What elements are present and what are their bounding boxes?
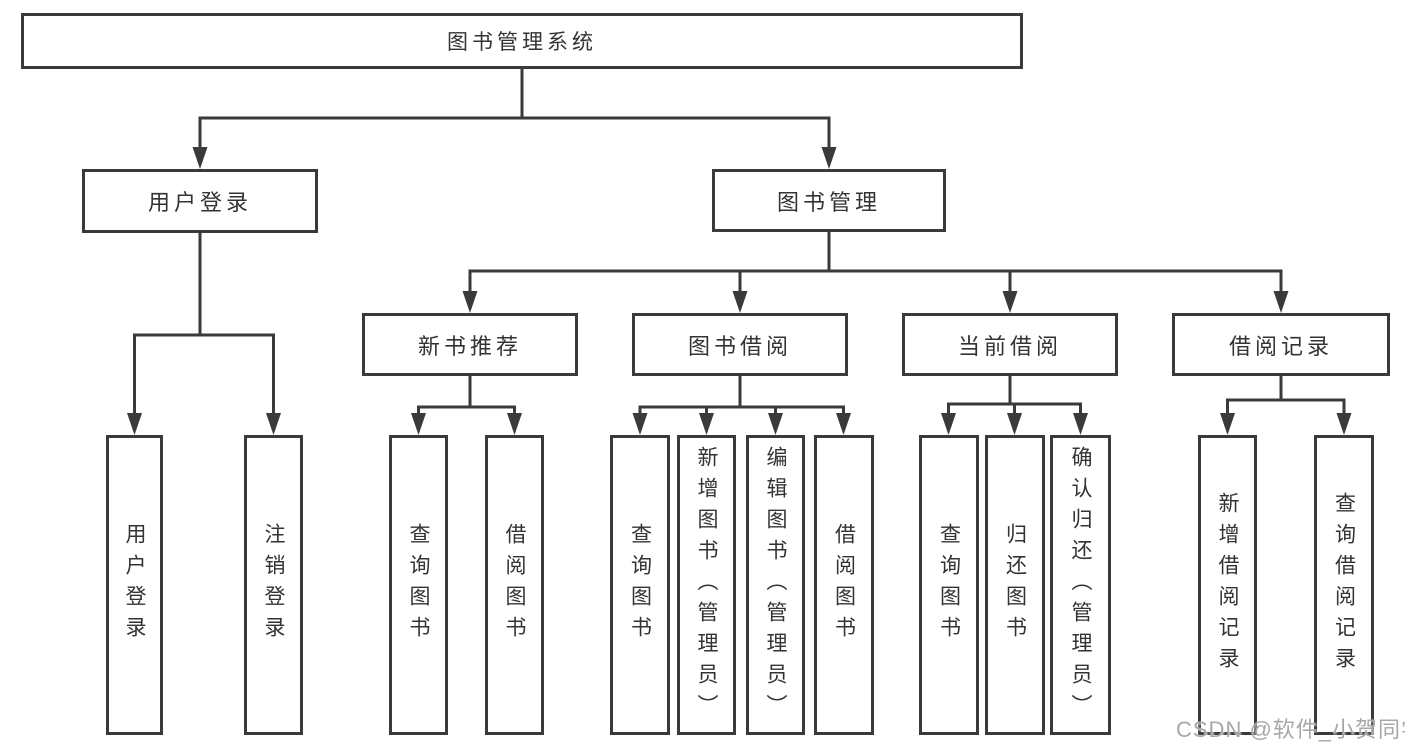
- node-leaf-borrow-books-2: 借阅图书: [814, 435, 874, 735]
- node-book-borrowing: 图书借阅: [632, 313, 848, 376]
- node-leaf-borrow-books-1: 借阅图书: [485, 435, 544, 735]
- node-leaf-query-books-2: 查询图书: [610, 435, 670, 735]
- node-leaf-query-books-3: 查询图书: [919, 435, 979, 735]
- node-leaf-add-borrow-record: 新增借阅记录: [1198, 435, 1257, 735]
- node-user-login: 用户登录: [82, 169, 318, 233]
- node-root: 图书管理系统: [21, 13, 1023, 69]
- watermark: CSDN @软件_小贺同学: [1176, 717, 1405, 742]
- node-leaf-query-borrow-record: 查询借阅记录: [1314, 435, 1374, 735]
- node-leaf-logout: 注销登录: [244, 435, 303, 735]
- node-leaf-query-books-1: 查询图书: [389, 435, 448, 735]
- node-leaf-user-login: 用户登录: [106, 435, 163, 735]
- node-borrowing-records: 借阅记录: [1172, 313, 1390, 376]
- node-book-management: 图书管理: [712, 169, 946, 232]
- node-new-book-recommend: 新书推荐: [362, 313, 578, 376]
- node-leaf-add-books-admin: 新增图书（管理员）: [677, 435, 736, 735]
- node-leaf-confirm-return-admin: 确认归还（管理员）: [1050, 435, 1111, 735]
- node-leaf-return-books: 归还图书: [985, 435, 1045, 735]
- node-current-borrowing: 当前借阅: [902, 313, 1118, 376]
- node-leaf-edit-books-admin: 编辑图书（管理员）: [746, 435, 805, 735]
